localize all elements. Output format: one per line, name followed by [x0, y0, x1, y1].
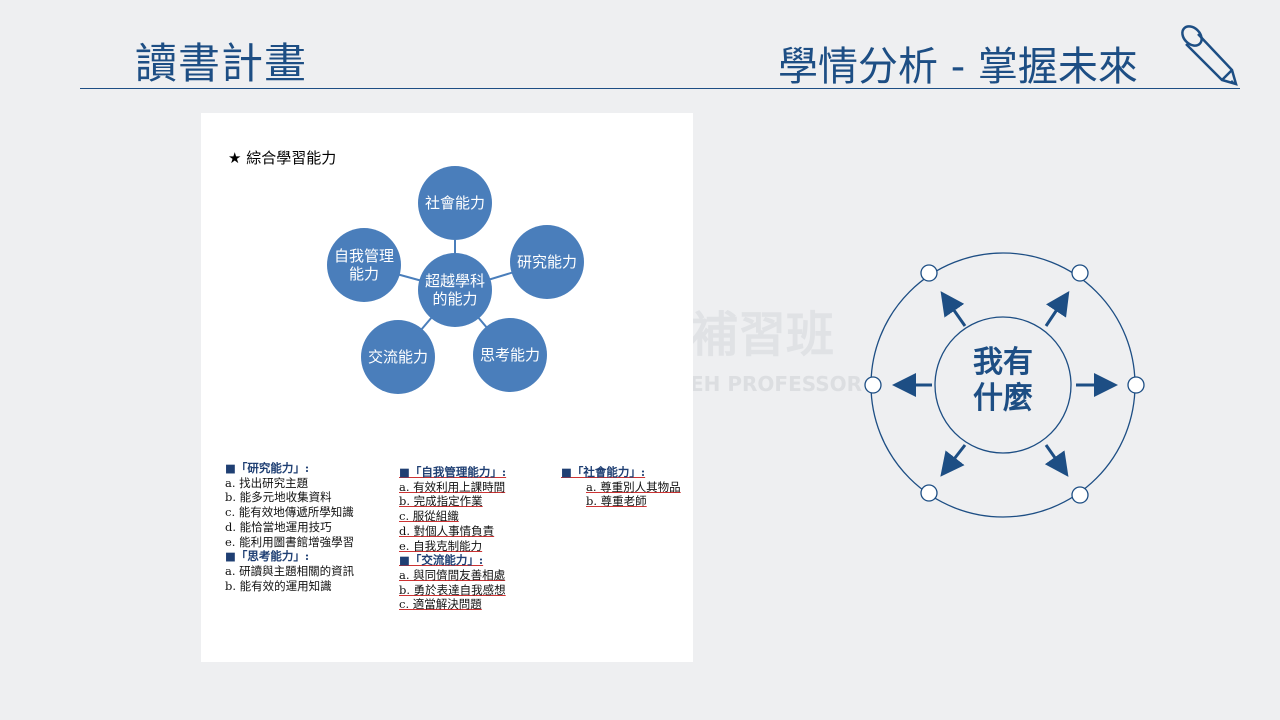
list-item: b. 能有效的運用知識 [225, 578, 332, 593]
node-dot [920, 264, 938, 282]
node-social: 社會能力 [418, 166, 492, 240]
page-title: 讀書計畫 [135, 39, 308, 88]
node-dot [920, 484, 938, 502]
list-item: d. 對個人事情負責 [399, 523, 495, 538]
node-research: 研究能力 [510, 225, 584, 299]
center-label-line2: 什麼 [973, 381, 1033, 416]
section-title: ■「研究能力」: [225, 461, 310, 475]
list-item: b. 勇於表達自我感想 [399, 582, 506, 597]
list-item: a. 研讀與主題相關的資訊 [225, 563, 355, 578]
pencil-icon [1181, 25, 1238, 86]
list-item: b. 完成指定作業 [399, 494, 483, 509]
arrow-icon [940, 291, 967, 327]
list-item: a. 有效利用上課時間 [399, 479, 506, 494]
arrow-icon [940, 444, 967, 477]
node-dot [1071, 264, 1089, 282]
section-self-management: ■「自我管理能力」: a. 有效利用上課時間 b. 完成指定作業 c. 服從組織… [399, 465, 506, 612]
list-item: c. 服從組織 [399, 509, 459, 524]
section-title: ■「社會能力」: [561, 465, 646, 479]
what-do-i-have-diagram [864, 252, 1145, 518]
list-item: a. 尊重別人其物品 [586, 479, 681, 494]
list-item: a. 找出研究主題 [225, 475, 309, 490]
section-title: ■「自我管理能力」: [399, 465, 507, 479]
node-dot [1071, 486, 1089, 504]
center-node: 超越學科的能力 [418, 253, 492, 327]
list-item: b. 尊重老師 [586, 494, 647, 509]
arrow-icon [1044, 444, 1069, 477]
list-item: e. 自我克制能力 [399, 538, 483, 553]
section-research: ■「研究能力」: a. 找出研究主題 b. 能多元地收集資料 c. 能有效地傳遞… [225, 461, 354, 593]
section-title: 學情分析 - 掌握未來 [778, 44, 1138, 90]
center-label: 我有 什麼 [940, 345, 1066, 417]
node-self-management: 自我管理能力 [327, 228, 401, 302]
node-thinking: 思考能力 [473, 318, 547, 392]
list-item: d. 能恰當地運用技巧 [225, 519, 332, 534]
header-divider [80, 88, 1240, 89]
list-item: c. 適當解決問題 [399, 597, 482, 612]
node-communication: 交流能力 [361, 320, 435, 394]
node-dot [1127, 376, 1145, 394]
center-label-line1: 我有 [973, 345, 1033, 380]
list-item: e. 能利用圖書館增強學習 [225, 534, 355, 549]
watermark: 補習班 [690, 307, 835, 363]
arrow-icon [1044, 291, 1070, 327]
doc-heading: ★ 綜合學習能力 [228, 149, 337, 167]
list-item: c. 能有效地傳遞所學知識 [225, 505, 354, 520]
list-item: b. 能多元地收集資料 [225, 490, 332, 505]
inner-circle [934, 316, 1072, 454]
section-title: ■「思考能力」: [225, 549, 310, 564]
document-image: ★ 綜合學習能力 超越學科的能力 社會能力 研究能力 思考能力 交流能力 自我管… [201, 113, 693, 662]
list-item: a. 與同儕間友善相處 [399, 567, 506, 582]
section-title: ■「交流能力」: [399, 553, 484, 568]
section-social: ■「社會能力」: a. 尊重別人其物品 b. 尊重老師 [561, 465, 681, 509]
watermark-sub: EH PROFESSOR [690, 372, 863, 396]
node-dot [864, 376, 882, 394]
